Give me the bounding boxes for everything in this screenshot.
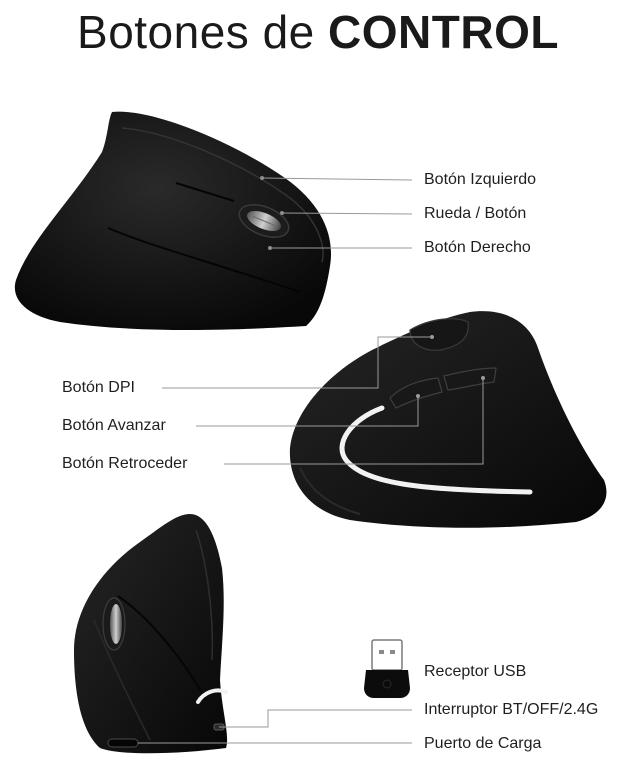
usb-receiver-illustration [364,639,410,698]
label-back-button: Botón Retroceder [62,455,188,472]
label-usb-receiver: Receptor USB [424,663,527,680]
button-split-line [175,182,235,202]
page-title: Botones de CONTROL [0,4,636,60]
label-left-button: Botón Izquierdo [424,171,537,188]
label-forward-button: Botón Avanzar [62,417,166,434]
light-strip [339,405,533,495]
forward-button-shape [389,377,443,409]
usb-c-port [107,738,139,748]
leader-lines-top [261,177,413,249]
mouse-front-view [74,514,228,754]
mouse-top-view [14,111,332,330]
mouse-side-view [289,311,607,528]
title-prefix: Botones de [77,6,315,58]
scroll-wheel-top [238,204,290,238]
back-button-shape [443,367,497,391]
leader-lines-bottom [138,709,412,744]
label-right-button: Botón Derecho [424,239,531,256]
dpi-button-shape [409,318,469,351]
leader-lines-side [162,336,484,465]
label-charging-port: Puerto de Carga [424,735,542,752]
scroll-wheel-front [102,597,126,651]
label-switch: Interruptor BT/OFF/2.4G [424,701,599,718]
label-dpi-button: Botón DPI [62,379,135,396]
title-emphasis: CONTROL [328,6,559,58]
label-wheel: Rueda / Botón [424,205,527,222]
